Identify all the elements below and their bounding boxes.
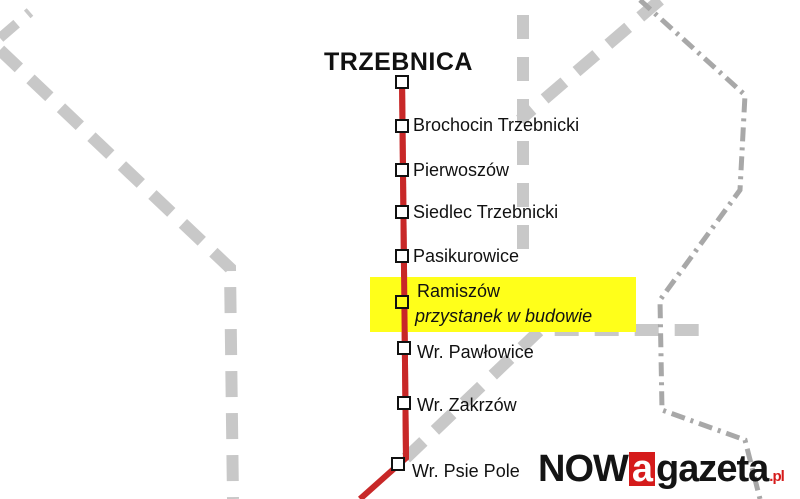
dashdot-line-east [638,0,763,499]
station-label: Ramiszów [417,281,501,301]
station-label: Siedlec Trzebnicki [413,202,559,222]
logo-part: .pl [769,468,784,485]
logo-part: NOW [538,448,629,490]
other-lines-dashdot [638,0,763,499]
station-label: Wr. Pawłowice [417,342,534,362]
station-marker [395,163,409,177]
other-line-lower-diag [401,324,700,463]
station-label: Pasikurowice [413,246,520,266]
other-lines [0,0,700,499]
station-marker [395,249,409,263]
construction-highlight [370,277,636,332]
nowagazeta-logo: NOW a gazeta .pl [538,448,785,491]
logo-part: a [628,450,656,488]
station-marker [395,119,409,133]
other-line-west-top [0,8,34,42]
station-marker-trzebnica [395,75,409,89]
other-line-diag [516,0,664,125]
station-marker [395,205,409,219]
city-label: TRZEBNICA [324,48,473,76]
station-marker [391,457,405,471]
station-label: Wr. Zakrzów [417,395,517,415]
rail-line-overlay [399,77,409,459]
station-label: Wr. Psie Pole [412,461,520,481]
logo-part: gazeta [656,448,769,490]
station-marker [397,341,411,355]
station-label: Pierwoszów [413,160,510,180]
construction-note: przystanek w budowie [415,306,593,326]
station-label: Brochocin Trzebnicki [413,115,580,135]
other-line-west [0,45,239,499]
station-marker [397,396,411,410]
station-marker [395,295,409,309]
